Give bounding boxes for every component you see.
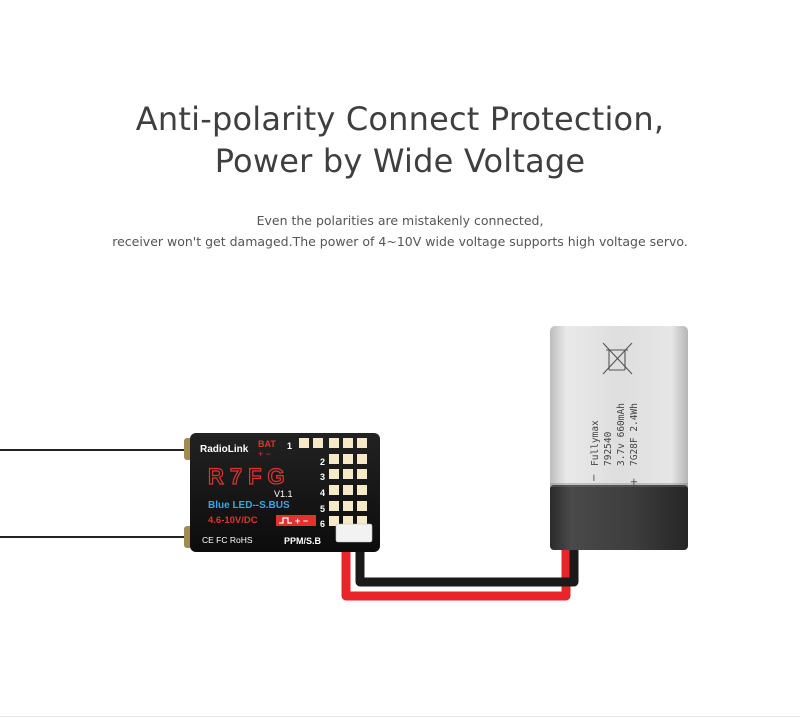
header-pin (329, 469, 339, 479)
header-pin (299, 438, 309, 448)
red-wire (341, 532, 571, 601)
battery-model: 7G28F 2.4Wh (629, 403, 640, 466)
header-pin (357, 516, 367, 526)
battery-wrap-dark (550, 485, 688, 550)
bat-label: BAT (258, 439, 276, 449)
battery-brand: Fullymax (590, 420, 601, 466)
bat-polarity: + − (258, 449, 271, 459)
headline: Anti-polarity Connect Protection, Power … (0, 98, 800, 182)
header-pin (343, 454, 353, 464)
header-pin (343, 485, 353, 495)
channel-number: 4 (320, 488, 325, 498)
battery: Fullymax 792540 3.7v 660mAh 7G28F 2.4Wh … (550, 326, 688, 550)
channel-number: 2 (320, 457, 325, 467)
description-line-1: Even the polarities are mistakenly conne… (256, 213, 544, 228)
header-pin (313, 438, 323, 448)
channel-number: 1 (287, 441, 292, 451)
header-pin (329, 438, 339, 448)
header-pin (343, 438, 353, 448)
header-pin (343, 516, 353, 526)
channel-number: 3 (320, 472, 325, 482)
header-pin (343, 501, 353, 511)
channel-numbers: 1 2 3 4 5 6 (287, 441, 325, 529)
description-line-2: receiver won't get damaged.The power of … (112, 234, 688, 249)
channel-number: 5 (320, 504, 325, 514)
headline-line-2: Power by Wide Voltage (214, 142, 586, 180)
header-pin (357, 469, 367, 479)
battery-plus: + (629, 478, 640, 486)
voltage-label: 4.6-10V/DC (208, 515, 258, 526)
antenna-wires (0, 438, 192, 548)
header-pin (343, 469, 353, 479)
header-pin (357, 501, 367, 511)
header-pin (329, 516, 339, 526)
led-note: Blue LED--S.BUS (208, 500, 290, 511)
header-pin (329, 485, 339, 495)
polarity-tag: + − (276, 515, 316, 526)
version-label: V1.1 (274, 489, 293, 499)
pin-header (299, 438, 367, 526)
divider (0, 716, 800, 717)
cert-marks: CE FC RoHS (202, 535, 253, 545)
power-plug (335, 523, 373, 543)
header-pin (357, 454, 367, 464)
battery-spec: 3.7v 660mAh (616, 403, 627, 466)
model-label: R7FG (208, 464, 291, 489)
header-pin (329, 501, 339, 511)
ppm-label: PPM/S.B (284, 536, 322, 546)
svg-text:+ −: + − (295, 516, 308, 526)
description: Even the polarities are mistakenly conne… (0, 210, 800, 252)
battery-code: 792540 (603, 431, 614, 466)
brand-label: RadioLink (200, 444, 249, 455)
battery-minus: − (589, 474, 600, 482)
black-wire (355, 532, 579, 587)
header-pin (357, 485, 367, 495)
header-pin (357, 438, 367, 448)
header-pin (329, 454, 339, 464)
channel-number: 6 (320, 519, 325, 529)
power-wires (341, 532, 579, 601)
headline-line-1: Anti-polarity Connect Protection, (135, 100, 665, 138)
weee-bin-icon (602, 342, 633, 375)
receiver: RadioLink BAT + − R7FG V1.1 Blue LED--S.… (190, 433, 380, 552)
